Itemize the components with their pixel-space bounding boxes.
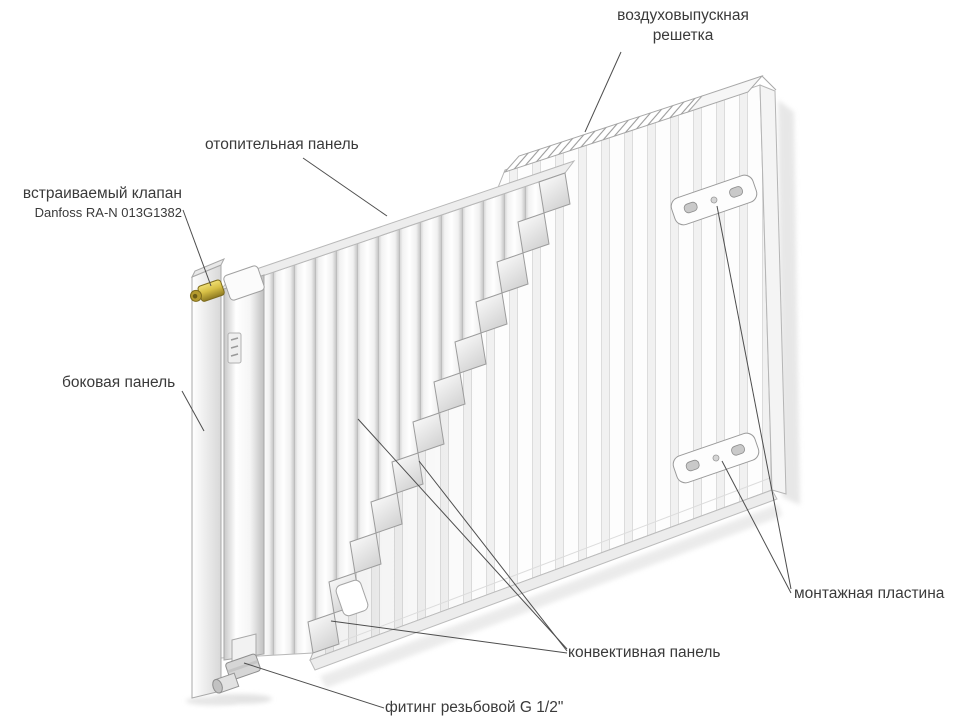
bottom-edge: [309, 489, 778, 671]
back-panel-bottom-groove: [339, 477, 771, 643]
leader-side-panel: [181, 390, 205, 432]
label-air-vent-grille-line1: воздуховыпускная: [617, 7, 749, 24]
built-in-valve: [189, 265, 265, 302]
valve-body: [223, 265, 265, 301]
side-panel-top-face: [190, 258, 226, 278]
label-threaded-fitting-text: фитинг резьбовой G 1/2": [385, 699, 564, 716]
leader-built-in-valve: [182, 209, 212, 287]
back-panel-shading: [310, 85, 772, 660]
top-right-corner-edge: [761, 75, 777, 91]
leader-convective-panel-1: [357, 418, 568, 650]
air-vent-grille-hatch: [505, 96, 702, 172]
label-built-in-valve-text: встраиваемый клапан: [22, 185, 182, 202]
leader-lines: [181, 51, 792, 709]
bottom-bracket: [335, 579, 369, 617]
mounting-plate-upper: [670, 174, 758, 226]
label-built-in-valve: встраиваемый клапан Danfoss RA-N 013G138…: [0, 184, 182, 222]
label-heating-panel: отопительная панель: [205, 135, 359, 155]
label-heating-panel-text: отопительная панель: [205, 136, 359, 153]
label-built-in-valve-subtext: Danfoss RA-N 013G1382: [34, 205, 182, 221]
label-convective-panel-text: конвективная панель: [568, 644, 721, 661]
mounting-plate-lower: [672, 432, 760, 484]
leader-convective-panel-3: [330, 620, 568, 654]
leader-convective-panel-2: [418, 460, 568, 652]
label-threaded-fitting: фитинг резьбовой G 1/2": [385, 698, 563, 718]
leader-heating-panel: [302, 157, 388, 217]
leader-mounting-plate-upper: [716, 205, 792, 590]
threaded-fitting: [212, 633, 261, 694]
shadow-side-panel: [186, 696, 238, 706]
label-air-vent-grille: воздуховыпускная решетка: [588, 6, 778, 46]
label-side-panel: боковая панель: [62, 373, 175, 393]
label-convective-panel: конвективная панель: [568, 643, 720, 663]
side-panel: [191, 264, 222, 699]
label-air-vent-grille-line2: решетка: [652, 27, 714, 45]
label-mounting-plate: монтажная пластина: [794, 584, 944, 604]
label-mounting-plate-text: монтажная пластина: [794, 585, 945, 602]
valve-brass-body: [189, 279, 225, 302]
leader-air-vent-grille: [584, 51, 622, 133]
right-edge: [759, 84, 787, 495]
leader-mounting-plate-lower: [721, 460, 792, 594]
label-side-panel-text: боковая панель: [62, 374, 176, 391]
danfoss-logo-mark: [227, 332, 242, 364]
leader-threaded-fitting: [243, 662, 385, 709]
shadow-bottom: [320, 504, 782, 688]
